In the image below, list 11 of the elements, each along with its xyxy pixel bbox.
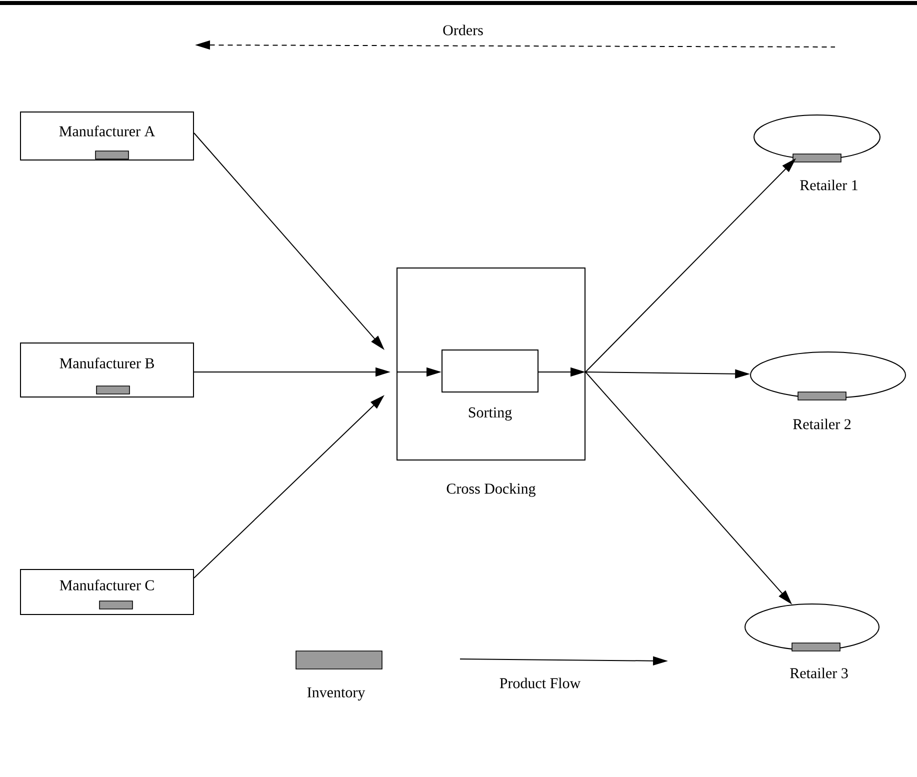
node-label: Retailer 2 xyxy=(793,418,851,430)
arrow-label: Orders xyxy=(443,24,483,36)
node-label: Manufacturer C xyxy=(60,580,154,590)
node-label: Retailer 3 xyxy=(790,668,848,678)
legend-label: Product Flow xyxy=(500,678,581,688)
node-label: Manufacturer B xyxy=(60,358,154,368)
node-label: Manufacturer A xyxy=(59,126,155,136)
node-label: Cross Docking xyxy=(446,483,536,497)
node-label: Sorting xyxy=(468,407,512,421)
node-label: Retailer 1 xyxy=(800,180,858,190)
legend-label: Inventory xyxy=(307,687,366,701)
